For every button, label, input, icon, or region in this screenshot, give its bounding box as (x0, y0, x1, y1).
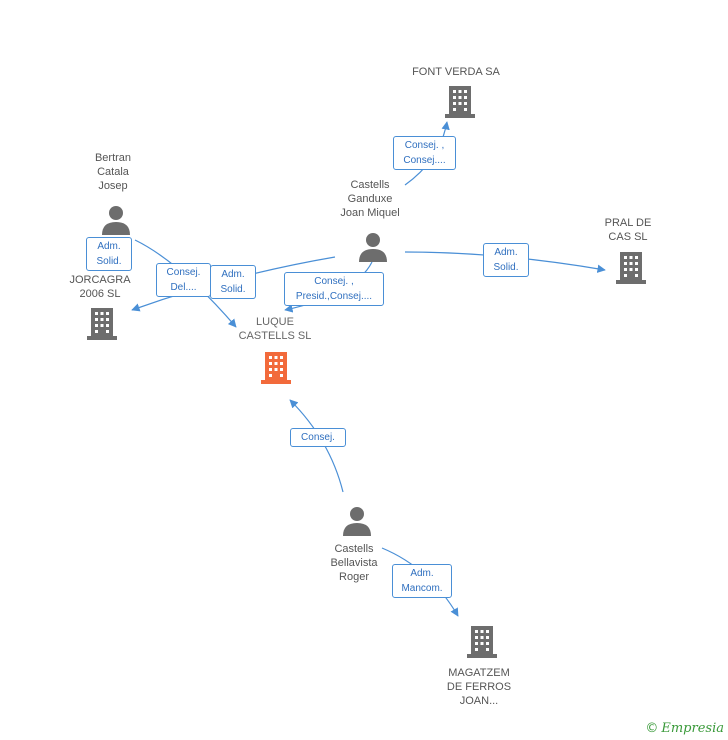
copyright-icon: © (645, 721, 659, 736)
node-luque-castells-sl[interactable]: LUQUE CASTELLS SL (215, 315, 335, 343)
node-label-line: JORCAGRA (69, 274, 131, 286)
relation-badge[interactable]: Adm. Solid. (483, 243, 529, 277)
node-label-line: LUQUE (256, 316, 294, 328)
relation-line: Consej. , (404, 140, 445, 151)
building-icon (616, 252, 646, 284)
node-label-line: JOAN... (459, 695, 499, 707)
relation-line: Consej. , (314, 276, 354, 287)
relation-line: Adm. (97, 241, 121, 252)
building-icon (87, 308, 117, 340)
node-label-line: Bertran (94, 152, 132, 164)
relation-line: Solid. (493, 262, 519, 273)
node-label-line: FONT VERDA SA (412, 66, 500, 78)
relation-line: Solid. (220, 284, 246, 295)
relation-line: Del.... (170, 282, 197, 293)
relation-badge[interactable]: Consej. , Consej.... (393, 136, 456, 170)
building-icon (445, 86, 475, 118)
relation-line: Presid.,Consej.... (295, 291, 373, 302)
node-label-line: Ganduxe (347, 193, 393, 205)
node-bertran-catala-josep[interactable]: Bertran Catala Josep (53, 151, 173, 193)
node-label-line: 2006 SL (79, 288, 121, 300)
node-label-line: Castells (350, 179, 390, 191)
relation-badge[interactable]: Consej. , Presid.,Consej.... (284, 272, 384, 306)
node-castells-ganduxe-joan-miquel[interactable]: Castells Ganduxe Joan Miquel (310, 178, 430, 220)
node-label-line: PRAL DE (604, 217, 652, 229)
node-label-line: CAS SL (608, 231, 648, 243)
relation-line: Adm. (221, 269, 245, 280)
node-label-line: Josep (98, 180, 128, 192)
brand-logo: ©Empresia (645, 721, 724, 736)
node-label-line: Catala (97, 166, 129, 178)
node-label-line: Castells (334, 543, 374, 555)
node-castells-bellavista-roger[interactable]: Castells Bellavista Roger (294, 542, 414, 584)
relation-badge[interactable]: Consej. (290, 428, 346, 447)
node-label-line: CASTELLS SL (238, 330, 312, 342)
relation-line: Adm. (494, 247, 518, 258)
node-label-line: Roger (339, 571, 369, 583)
relation-line: Consej. (166, 267, 201, 278)
node-pral-de-cas-sl[interactable]: PRAL DE CAS SL (568, 216, 688, 244)
node-label-line: DE FERROS (446, 681, 512, 693)
node-magatzem-de-ferros-joan[interactable]: MAGATZEM DE FERROS JOAN... (419, 666, 539, 708)
relation-line: Consej. (301, 432, 335, 443)
node-label-line: MAGATZEM (448, 667, 510, 679)
node-label-line: Joan Miquel (340, 207, 400, 219)
brand-name: Empresia (661, 721, 724, 736)
relation-line: Mancom. (401, 583, 443, 594)
relation-badge[interactable]: Adm. Solid. (86, 237, 132, 271)
node-label-line: Bellavista (330, 557, 378, 569)
relation-badge[interactable]: Consej. Del.... (156, 263, 211, 297)
person-icon (102, 206, 130, 235)
relation-badge[interactable]: Adm. Mancom. (392, 564, 452, 598)
relation-line: Adm. (410, 568, 434, 579)
building-icon (467, 626, 497, 658)
person-icon (343, 507, 371, 536)
relation-badge[interactable]: Adm. Solid. (210, 265, 256, 299)
node-font-verda-sa[interactable]: FONT VERDA SA (396, 65, 516, 79)
main-company-building-icon (261, 352, 291, 384)
person-icon (359, 233, 387, 262)
node-jorcagra-2006-sl[interactable]: JORCAGRA 2006 SL (40, 273, 160, 301)
relation-line: Consej.... (403, 155, 446, 166)
relation-line: Solid. (96, 256, 122, 267)
